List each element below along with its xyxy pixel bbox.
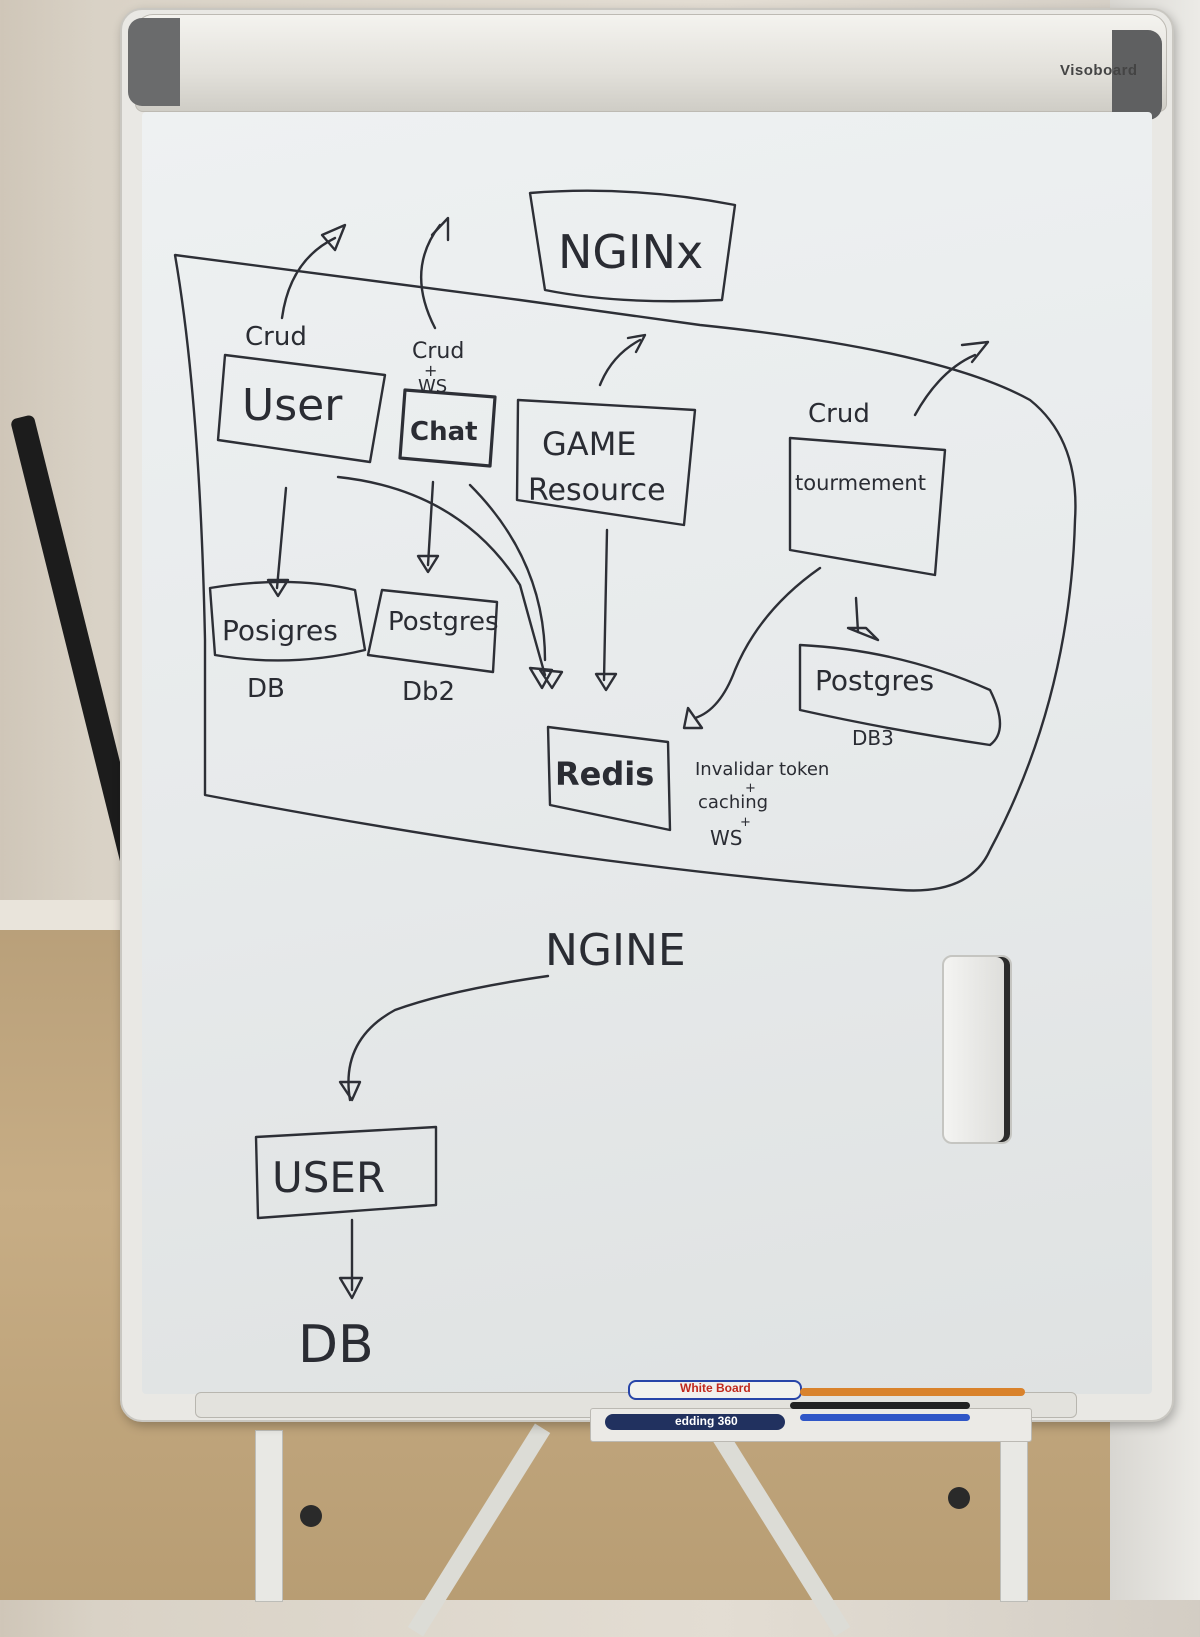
- header-cap-right: [1112, 30, 1162, 120]
- tournament-box: [788, 436, 947, 577]
- whiteboard-surface: [142, 112, 1152, 1394]
- arrowhead: [430, 216, 450, 242]
- tournament-crud-label: Crud: [808, 399, 870, 429]
- user-bottom-label: USER: [272, 1153, 385, 1202]
- system-boundary: [173, 253, 1077, 892]
- redis-note-line1: Invalidar token: [695, 759, 829, 780]
- marker-blue[interactable]: White Board: [628, 1380, 802, 1400]
- arrow-user-redis: [336, 475, 547, 677]
- whiteboard-header-bar: [135, 14, 1167, 112]
- db3-box-label: Postgres: [815, 664, 934, 697]
- diagram-ink: NGINx Crud User Crud + WS Chat GAME Reso…: [173, 189, 1077, 1375]
- game-label-line2: Resource: [528, 473, 666, 508]
- arrow-chat-redis: [468, 483, 547, 662]
- arrow-game-up: [598, 338, 642, 387]
- redis-box: [546, 725, 672, 832]
- chat-ws-label: WS: [418, 376, 447, 397]
- chat-box: [398, 388, 497, 468]
- chat-service-label: Chat: [410, 417, 478, 447]
- marker-navy[interactable]: edding 360: [605, 1414, 785, 1430]
- pen-orange[interactable]: [800, 1388, 1025, 1396]
- arrowhead: [682, 706, 704, 730]
- db2-caption: Db2: [402, 677, 455, 707]
- arrow-nginx-user: [347, 974, 550, 1102]
- user-crud-label: Crud: [245, 322, 307, 352]
- chat-plus-label: +: [424, 361, 437, 380]
- redis-note-plus-2: +: [740, 815, 751, 830]
- header-cap-left: [128, 18, 180, 106]
- arrow-tournament-up: [913, 353, 977, 417]
- arrowhead: [320, 223, 347, 252]
- tournament-service-label: tourmement: [795, 471, 926, 495]
- redis-note-line3: WS: [710, 826, 742, 850]
- arrow-tournament-db3: [854, 596, 860, 634]
- chat-crud-label: Crud: [412, 339, 464, 364]
- arrowhead: [338, 1276, 364, 1300]
- whiteboard-eraser[interactable]: [942, 955, 1012, 1144]
- arrow-game-redis: [602, 528, 609, 682]
- redis-note-line2: caching: [698, 792, 768, 813]
- marker-label: edding 360: [675, 1414, 738, 1428]
- arrowhead: [538, 668, 564, 690]
- arrowhead: [266, 578, 290, 598]
- db2-box-label: Postgres: [388, 607, 499, 637]
- arrow-chat-up: [419, 223, 442, 330]
- arrowhead: [416, 554, 440, 574]
- db3-caption: DB3: [852, 726, 894, 750]
- stand-leg-right: [1000, 1430, 1028, 1602]
- pen-blue[interactable]: [800, 1414, 970, 1421]
- pen-black[interactable]: [790, 1402, 970, 1409]
- user-bottom-box: [254, 1125, 438, 1220]
- game-label-line1: GAME: [542, 425, 637, 463]
- db3-box: [798, 643, 1002, 747]
- nginx-bottom-label: NGINE: [545, 925, 686, 976]
- arrowhead: [626, 333, 647, 354]
- arrowhead: [960, 340, 990, 364]
- brand-logo: Visoboard: [1060, 62, 1138, 79]
- redis-box-label: Redis: [555, 755, 654, 793]
- arrowhead: [338, 1080, 362, 1102]
- game-resource-box: [515, 398, 697, 527]
- db1-box: [208, 580, 367, 662]
- user-service-label: User: [242, 380, 343, 431]
- arrowhead: [594, 672, 618, 692]
- arrow-chat-db2: [426, 480, 435, 567]
- marker-label: White Board: [680, 1381, 751, 1395]
- stand-leg-left: [255, 1430, 283, 1602]
- nginx-top-label: NGINx: [558, 225, 703, 279]
- user-box: [216, 353, 387, 464]
- db2-box: [366, 588, 499, 674]
- db-bottom-label: DB: [298, 1315, 374, 1375]
- arrow-user-db1: [275, 486, 288, 590]
- db1-caption: DB: [247, 674, 285, 704]
- redis-note-plus-1: +: [745, 781, 756, 796]
- arrow-user-up: [280, 236, 337, 320]
- stand-knob-left: [300, 1505, 322, 1527]
- db1-box-label: Posigres: [222, 614, 338, 647]
- nginx-top-box: [528, 189, 737, 303]
- stand-knob-right: [948, 1487, 970, 1509]
- arrow-tournament-redis: [693, 566, 822, 720]
- arrowhead: [846, 626, 880, 642]
